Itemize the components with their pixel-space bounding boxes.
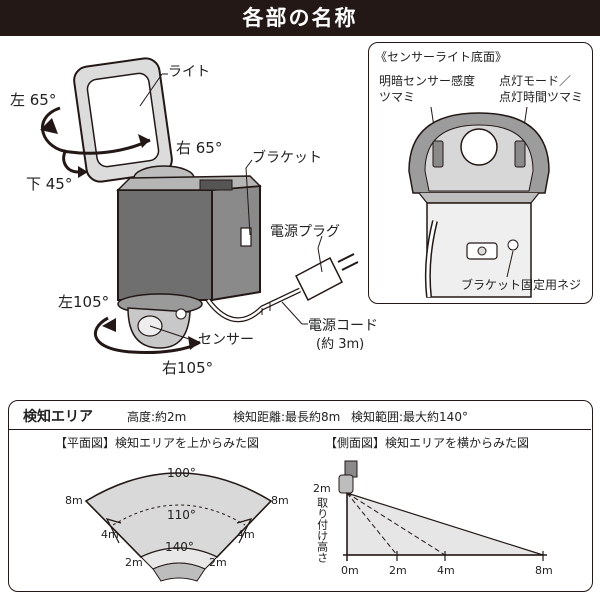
side-view-diagram — [338, 460, 547, 561]
plan-distance-4m-right: 4m — [237, 528, 255, 541]
inset-title: 《センサーライト底面》 — [375, 50, 508, 64]
side-height-label: 2m — [313, 482, 331, 495]
bracket-screw-label: ブラケット固定用ネジ — [461, 278, 582, 292]
light-label: ライト — [168, 64, 210, 80]
rotation-left-top: 左 65° — [10, 91, 57, 109]
right-knob-label-1: 点灯モード／ — [499, 74, 572, 88]
bracket-label: ブラケット — [252, 150, 322, 166]
side-vertical-label: 取り付け高さ — [315, 497, 329, 563]
bottom-view-illustration — [408, 106, 550, 298]
plan-view-diagram — [84, 472, 273, 582]
rotation-right-bottom: 右105° — [162, 359, 214, 377]
rotation-left-bottom: 左105° — [58, 293, 110, 311]
power-cord-label: 電源コード — [308, 318, 378, 334]
left-knob-label-2: ツマミ — [379, 90, 416, 104]
plan-distance-4m-left: 4m — [101, 528, 119, 541]
distance-spec: 検知距離:最長約8m — [233, 410, 341, 424]
side-view-title: 【側面図】検知エリアを横からみた図 — [325, 436, 530, 450]
side-tick-0m: 0m — [341, 564, 359, 577]
sensor-label: センサー — [198, 332, 254, 348]
left-knob-label-1: 明暗センサー感度 — [379, 74, 476, 88]
plan-angle-100: 100° — [167, 466, 196, 480]
power-plug — [295, 253, 359, 302]
bottom-view-panel: 《センサーライト底面》 明暗センサー感度 ツマミ 点灯モード／ 点灯時間ツマミ … — [368, 42, 593, 304]
plan-distance-2m-left: 2m — [125, 556, 143, 569]
plan-angle-140: 140° — [165, 540, 194, 554]
page-title: 各部の名称 — [0, 0, 600, 36]
housing — [116, 175, 262, 301]
detection-panel: 検知エリア 高度:約2m 検知距離:最長約8m 検知範囲:最大約140° 【平面… — [8, 400, 593, 592]
light-head — [73, 57, 173, 183]
height-spec: 高度:約2m — [127, 410, 187, 424]
rotation-down: 下 45° — [26, 175, 73, 193]
rotation-right-top: 右 65° — [176, 139, 223, 157]
power-cord-length: (約 3m) — [316, 337, 365, 352]
range-spec: 検知範囲:最大約140° — [351, 410, 468, 424]
side-tick-8m: 8m — [535, 564, 553, 577]
plan-view-title: 【平面図】検知エリアを上からみた図 — [55, 436, 260, 450]
detection-section-title: 検知エリア — [23, 409, 93, 425]
plan-angle-110: 110° — [167, 508, 196, 522]
plan-distance-8m-left: 8m — [65, 494, 83, 507]
power-plug-label: 電源プラグ — [270, 224, 340, 240]
right-knob-label-2: 点灯時間ツマミ — [499, 90, 584, 104]
product-illustration — [40, 57, 359, 354]
side-tick-2m: 2m — [389, 564, 407, 577]
plan-distance-2m-right: 2m — [209, 556, 227, 569]
side-tick-4m: 4m — [437, 564, 455, 577]
plan-distance-8m-right: 8m — [271, 494, 289, 507]
sensor-dome — [117, 293, 203, 349]
